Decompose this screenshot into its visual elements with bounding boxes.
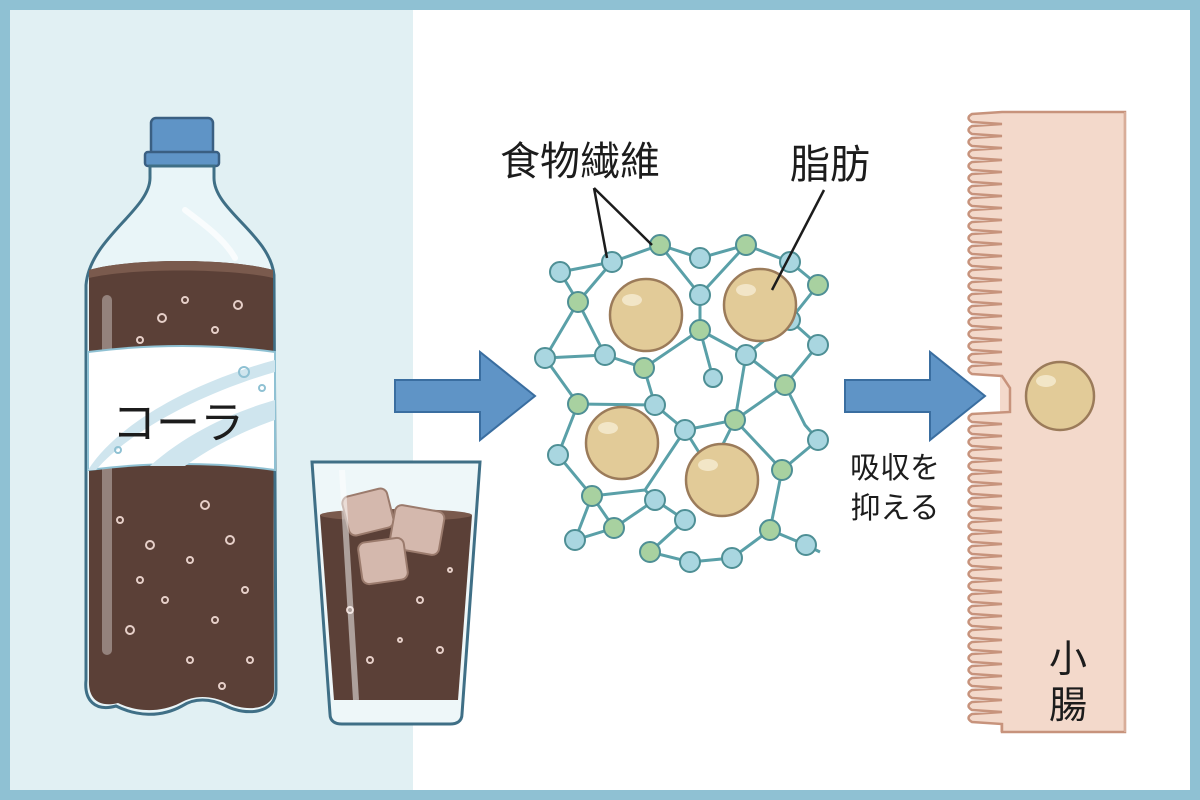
cola-bottle-icon: コーラ: [84, 116, 278, 716]
arrow-right-icon: [844, 349, 987, 443]
cola-label: コーラ: [112, 398, 244, 449]
arrow-right-icon: [394, 349, 537, 443]
fat-label: 脂肪: [790, 142, 870, 188]
absorb-label-line1: 吸収を: [850, 451, 940, 486]
intestine-label-line2: 腸: [1049, 683, 1087, 727]
absorb-label-line2: 抑える: [850, 491, 939, 526]
fat-pointer: [770, 189, 826, 291]
intestine-label-line1: 小: [1049, 637, 1087, 681]
glass-with-ice-icon: [310, 460, 482, 726]
fiber-label: 食物繊維: [500, 139, 660, 185]
fiber-network-icon: [534, 234, 829, 573]
fat-droplet-icon: [1024, 360, 1096, 432]
fiber-pointer: [592, 187, 653, 259]
